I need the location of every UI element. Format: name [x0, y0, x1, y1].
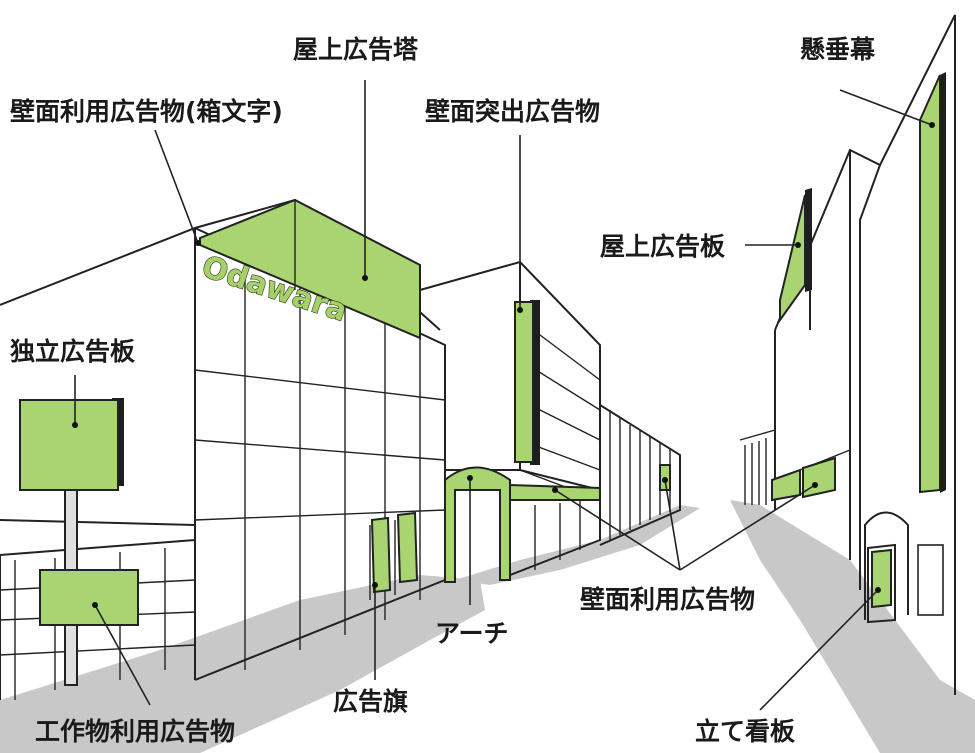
- label-structure-use: 工作物利用広告物: [35, 717, 235, 746]
- ground-shadows: [0, 500, 975, 753]
- label-hanging-banner: 懸垂幕: [800, 35, 876, 64]
- label-rooftop-board: 屋上広告板: [600, 232, 725, 261]
- right-wall-signs: [771, 456, 836, 502]
- structure-ad-panel: [39, 569, 139, 626]
- freestanding-ad-board: [19, 398, 124, 686]
- label-ad-flag: 広告旗: [333, 687, 408, 716]
- projecting-wall-sign: [514, 300, 540, 465]
- standing-sign: [867, 543, 896, 624]
- label-arch: アーチ: [435, 619, 509, 648]
- label-rooftop-tower: 屋上広告塔: [293, 35, 419, 64]
- arch: [444, 466, 511, 583]
- label-standing-sign: 立て看板: [695, 717, 795, 746]
- label-wall-box-letters: 壁面利用広告物(箱文字): [10, 97, 283, 126]
- rooftop-ad-board: [779, 188, 812, 324]
- leader-dots: [72, 122, 935, 608]
- label-freestanding-board: 独立広告板: [10, 337, 135, 366]
- label-wall-projecting: 壁面突出広告物: [425, 97, 600, 126]
- ad-flags: [369, 511, 419, 600]
- leader-lines: [74, 80, 933, 711]
- left-building: [0, 198, 446, 681]
- label-wall-use: 壁面利用広告物: [580, 585, 755, 614]
- hanging-banner: [919, 72, 946, 494]
